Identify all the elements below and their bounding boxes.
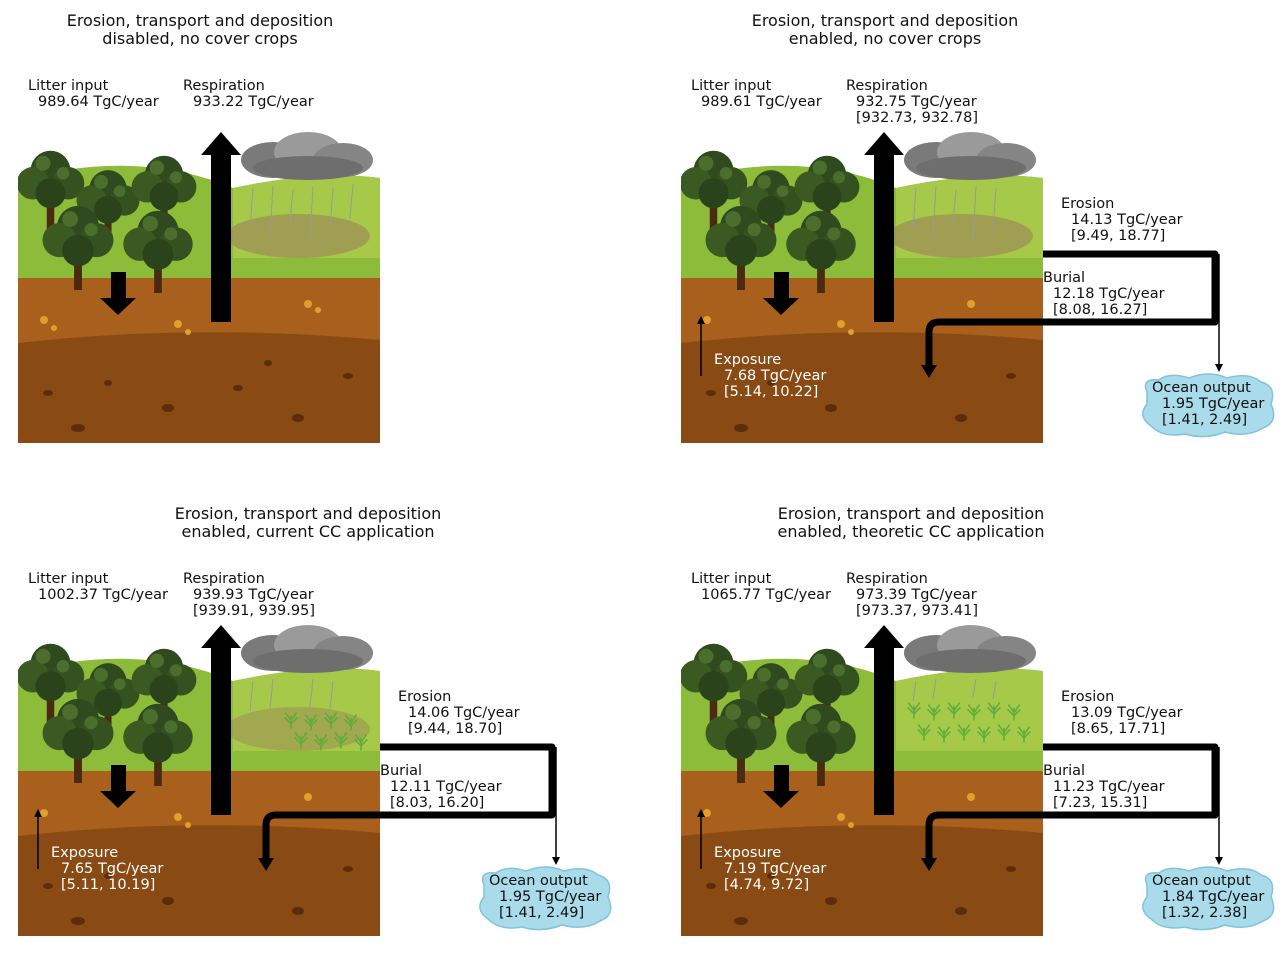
ocean-icon — [479, 866, 612, 931]
bare-field — [889, 214, 1033, 258]
panel-1: Erosion, transport and deposition disabl… — [18, 10, 618, 460]
landscape-scene — [18, 118, 380, 443]
title-line-1: Erosion, transport and deposition — [751, 11, 1019, 30]
title-line-2: enabled, no cover crops — [788, 29, 982, 48]
exposure-label: Exposure 7.19 TgC/year [4.74, 9.72] — [714, 845, 827, 893]
title-line-2: disabled, no cover crops — [102, 29, 298, 48]
erosion-label: Erosion 14.06 TgC/year [9.44, 18.70] — [398, 689, 520, 737]
ocean-output: Ocean output 1.95 TgC/year [1.41, 2.49] — [476, 865, 616, 931]
panel-title: Erosion, transport and deposition enable… — [701, 505, 1121, 541]
erosion-label: Erosion 13.09 TgC/year [8.65, 17.71] — [1061, 689, 1183, 737]
title-line-2: enabled, theoretic CC application — [777, 522, 1045, 541]
ocean-icon — [1142, 866, 1275, 931]
ocean-output: Ocean output 1.84 TgC/year [1.32, 2.38] — [1139, 865, 1279, 931]
bare-field — [226, 214, 370, 258]
panel-title: Erosion, transport and deposition enable… — [98, 505, 518, 541]
panel-4: Erosion, transport and deposition enable… — [681, 503, 1281, 953]
title-line-1: Erosion, transport and deposition — [777, 504, 1045, 523]
burial-label: Burial 12.18 TgC/year [8.08, 16.27] — [1043, 270, 1165, 318]
litter-input-label: Litter input 989.64 TgC/year — [28, 78, 159, 110]
litter-input-label: Litter input 1065.77 TgC/year — [691, 571, 831, 603]
exposure-label: Exposure 7.65 TgC/year [5.11, 10.19] — [51, 845, 164, 893]
subsoil-layer — [18, 332, 380, 443]
rain-cloud-icon — [241, 625, 373, 673]
panel-title: Erosion, transport and deposition disabl… — [0, 12, 410, 48]
rain-cloud-icon — [904, 625, 1036, 673]
rain-cloud-icon — [904, 132, 1036, 180]
title-line-2: enabled, current CC application — [181, 522, 435, 541]
panel-3: Erosion, transport and deposition enable… — [18, 503, 618, 953]
erosion-label: Erosion 14.13 TgC/year [9.49, 18.77] — [1061, 196, 1183, 244]
respiration-label: Respiration 973.39 TgC/year [973.37, 973… — [846, 571, 979, 619]
ocean-icon — [1142, 373, 1275, 438]
respiration-label: Respiration 932.75 TgC/year [932.73, 932… — [846, 78, 979, 126]
burial-label: Burial 12.11 TgC/year [8.03, 16.20] — [380, 763, 502, 811]
litter-input-label: Litter input 1002.37 TgC/year — [28, 571, 168, 603]
bare-field — [226, 707, 370, 751]
panel-2: Erosion, transport and deposition enable… — [681, 10, 1281, 460]
respiration-label: Respiration 939.93 TgC/year [939.91, 939… — [183, 571, 316, 619]
respiration-label: Respiration 933.22 TgC/year — [183, 78, 314, 110]
burial-label: Burial 11.23 TgC/year [7.23, 15.31] — [1043, 763, 1165, 811]
title-line-1: Erosion, transport and deposition — [66, 11, 334, 30]
title-line-1: Erosion, transport and deposition — [174, 504, 442, 523]
rain-cloud-icon — [241, 132, 373, 180]
panel-title: Erosion, transport and deposition enable… — [675, 12, 1095, 48]
litter-input-label: Litter input 989.61 TgC/year — [691, 78, 822, 110]
exposure-label: Exposure 7.68 TgC/year [5.14, 10.22] — [714, 352, 827, 400]
ocean-output: Ocean output 1.95 TgC/year [1.41, 2.49] — [1139, 372, 1279, 438]
